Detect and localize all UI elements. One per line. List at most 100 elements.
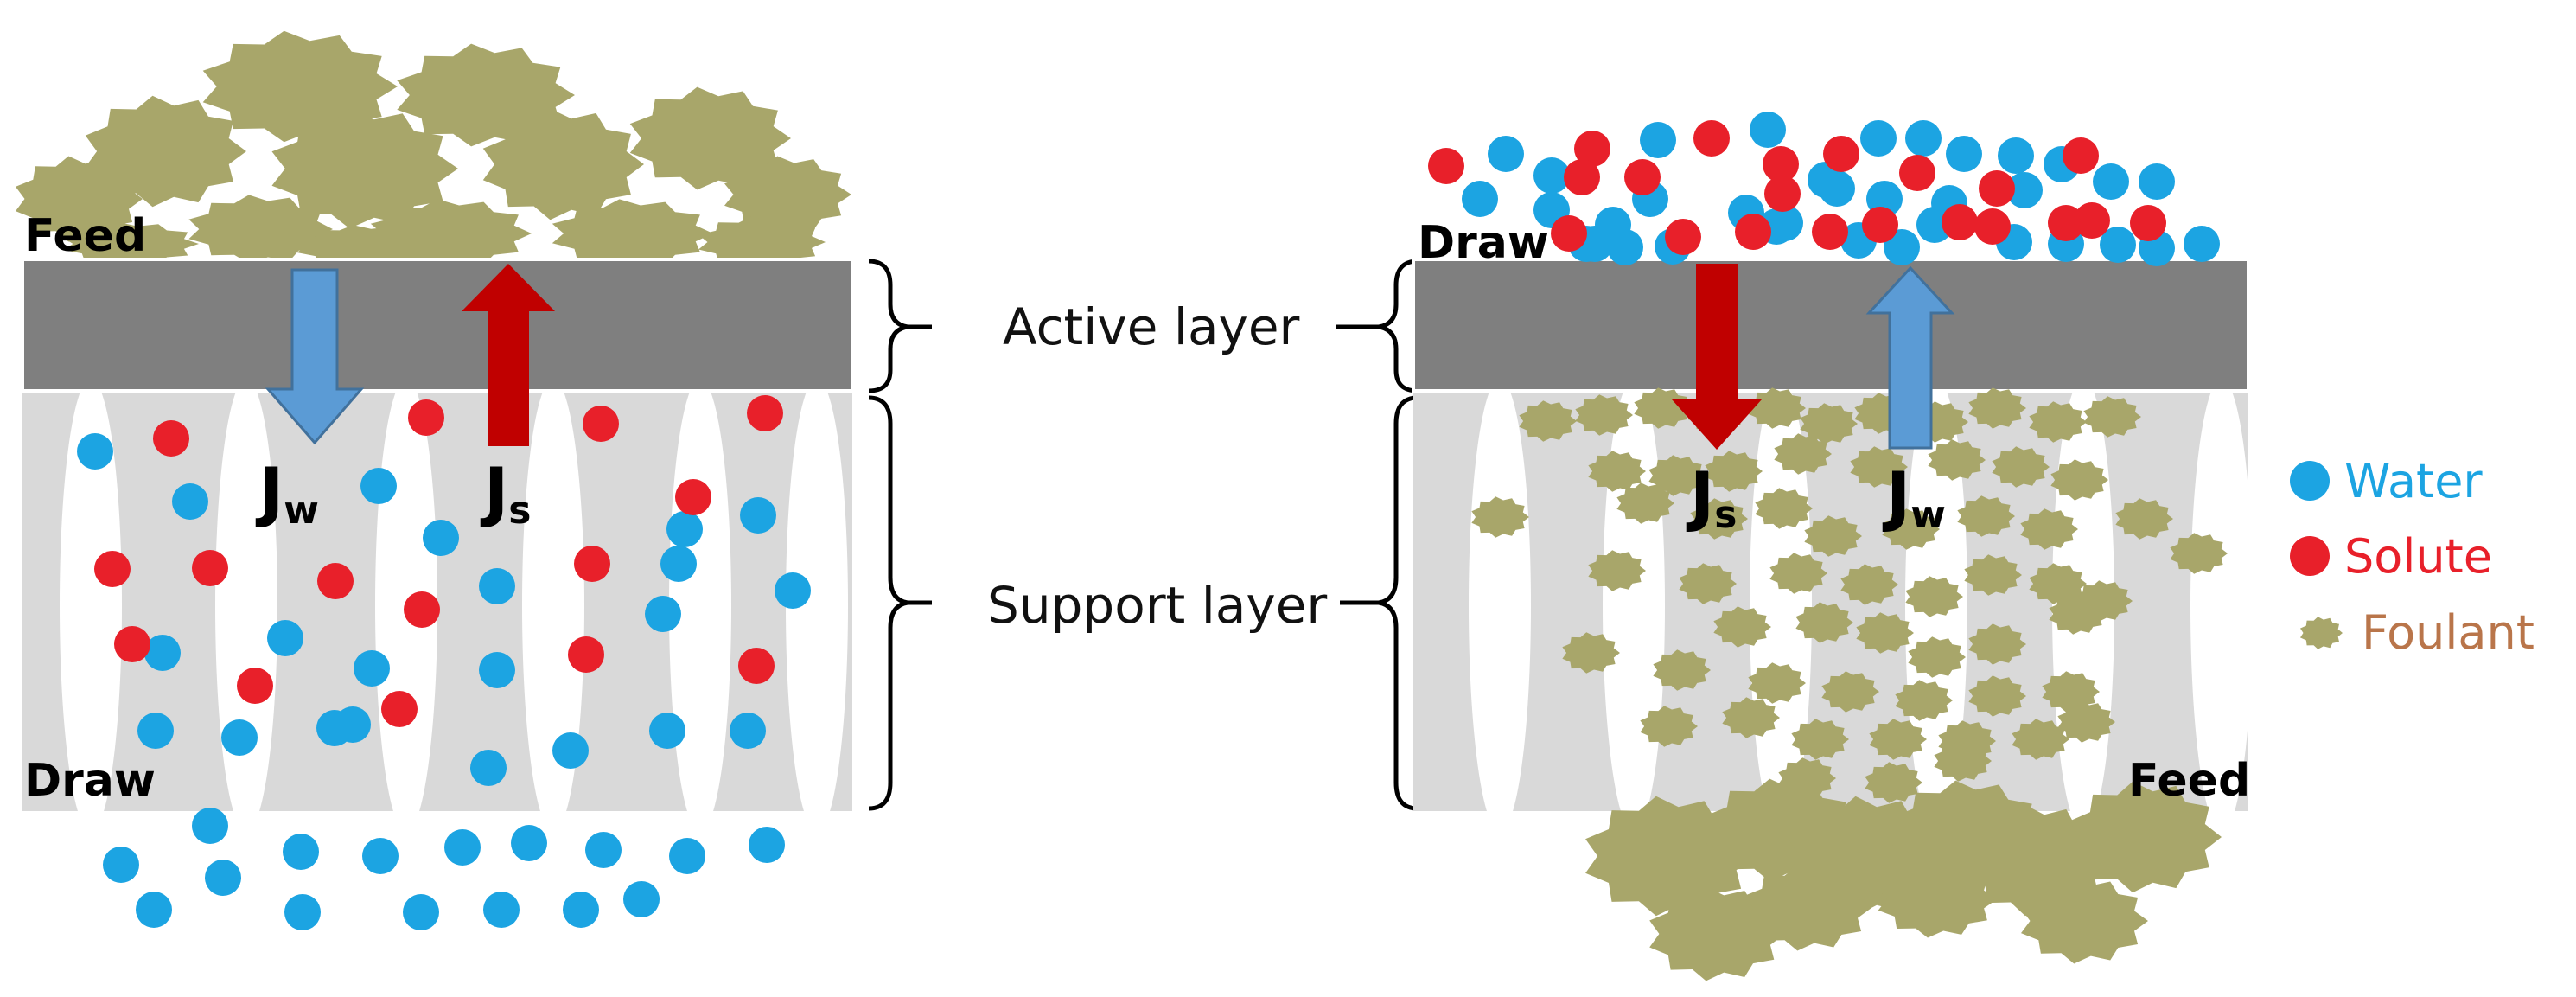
foulant-particle xyxy=(1588,451,1646,492)
water-particle xyxy=(192,808,228,844)
support-layer-label: Support layer xyxy=(987,576,1327,635)
foulant-particle xyxy=(1968,387,2026,429)
solute-particle xyxy=(1862,207,1898,243)
foulant-particle xyxy=(1800,403,1858,444)
foulant-particle xyxy=(1748,387,1806,429)
water-particle xyxy=(283,834,319,870)
water-particle xyxy=(77,433,113,470)
water-particle xyxy=(1884,229,1920,265)
foulant-particle xyxy=(1865,762,1922,803)
water-particle xyxy=(1462,181,1498,217)
foulant-particle xyxy=(1774,433,1832,475)
legend-foulant-label: Foulant xyxy=(2362,605,2535,660)
foulant-particle xyxy=(2050,459,2108,501)
water-particle xyxy=(740,497,776,534)
right-particles xyxy=(1428,112,2220,266)
water-dot-icon xyxy=(2290,461,2330,501)
solute-particle xyxy=(237,668,273,704)
foulant-particle xyxy=(1634,387,1692,429)
foulant-particle xyxy=(1588,550,1646,591)
foulant-particle xyxy=(2069,781,2222,893)
water-particle xyxy=(284,894,321,930)
right-bottom-side-label: Feed xyxy=(2128,755,2250,807)
water-particle xyxy=(2139,163,2175,200)
foulant-particle xyxy=(2049,593,2107,635)
foulant-particle xyxy=(1722,697,1780,738)
water-particle xyxy=(1767,205,1803,241)
solute-particle xyxy=(738,648,775,684)
water-particle xyxy=(660,546,697,582)
water-particle xyxy=(316,710,353,746)
foulant-particle xyxy=(1649,886,1785,981)
foulant-particle xyxy=(1562,632,1620,674)
solute-particle xyxy=(2074,202,2110,239)
foulant-swatch xyxy=(2300,617,2343,649)
foulant-particle xyxy=(2020,508,2078,550)
left-top-side-label: Feed xyxy=(24,210,146,262)
foulant-particle xyxy=(2021,878,2148,964)
left-particles xyxy=(77,395,811,930)
foulant-particle xyxy=(296,225,432,268)
foulant-particle xyxy=(63,222,199,265)
foulant-particle xyxy=(1934,740,1992,782)
foulant-particle xyxy=(1713,606,1771,648)
solute-particle xyxy=(1574,131,1610,167)
left-water-flux-arrow xyxy=(265,268,365,445)
foulant-particle xyxy=(1968,623,2026,665)
water-particle xyxy=(267,620,303,656)
layer-braces xyxy=(868,259,1419,811)
water-particle xyxy=(563,892,599,928)
foulant-particle xyxy=(2029,401,2087,443)
foulant-particle xyxy=(1648,455,1706,496)
solute-particle xyxy=(1665,219,1701,255)
left-solute-flux-arrow xyxy=(462,264,555,446)
left-water-flux-label: Jw xyxy=(255,453,319,533)
foulant-particle xyxy=(1748,662,1806,704)
water-particle xyxy=(479,652,515,688)
water-particle xyxy=(362,838,399,874)
foulant-particle xyxy=(1679,563,1737,604)
solute-particle xyxy=(153,420,189,457)
water-particle xyxy=(2100,227,2136,263)
solute-particle xyxy=(1763,146,1799,182)
foulant-particle xyxy=(1840,564,1898,605)
foulant-particle xyxy=(1869,719,1927,760)
active-layer-label: Active layer xyxy=(1003,297,1300,356)
foulant-particle xyxy=(1769,553,1827,594)
right-solute-flux-arrow xyxy=(1672,264,1762,450)
foulant-particle xyxy=(188,195,333,264)
water-particle xyxy=(479,568,515,604)
foulant-particle xyxy=(1928,439,1986,481)
right-active-layer xyxy=(1412,258,2250,393)
solute-particle xyxy=(1624,159,1661,195)
foulant-particle xyxy=(552,199,713,268)
water-particle xyxy=(1607,229,1643,265)
water-particle xyxy=(511,825,547,861)
foulant-particle xyxy=(2170,533,2228,574)
right-top-side-label: Draw xyxy=(1418,217,1549,269)
water-particle xyxy=(730,713,766,749)
solute-particle xyxy=(94,551,131,587)
water-particle xyxy=(470,750,507,786)
solute-particle xyxy=(1942,204,1978,240)
water-particle xyxy=(172,483,208,520)
solute-particle xyxy=(1823,136,1859,172)
foulant-particle xyxy=(1804,515,1862,557)
water-particle xyxy=(669,838,705,874)
legend-solute-label: Solute xyxy=(2344,529,2492,584)
solute-particle xyxy=(408,399,444,436)
foulant-particle xyxy=(1905,576,1963,617)
solute-particle xyxy=(1812,214,1848,250)
foulant-particle xyxy=(2012,719,2069,760)
water-particle xyxy=(1750,112,1786,148)
foulant-particle xyxy=(1895,680,1953,721)
foulant-particle xyxy=(1755,488,1813,529)
foulant-particle xyxy=(1575,394,1633,436)
solute-particle xyxy=(1899,155,1935,191)
water-particle xyxy=(2006,172,2043,208)
foulant-particle xyxy=(698,216,826,268)
foulant-particle xyxy=(1856,612,1914,654)
left-active-layer xyxy=(21,258,854,393)
foulant-particle xyxy=(1705,451,1763,492)
